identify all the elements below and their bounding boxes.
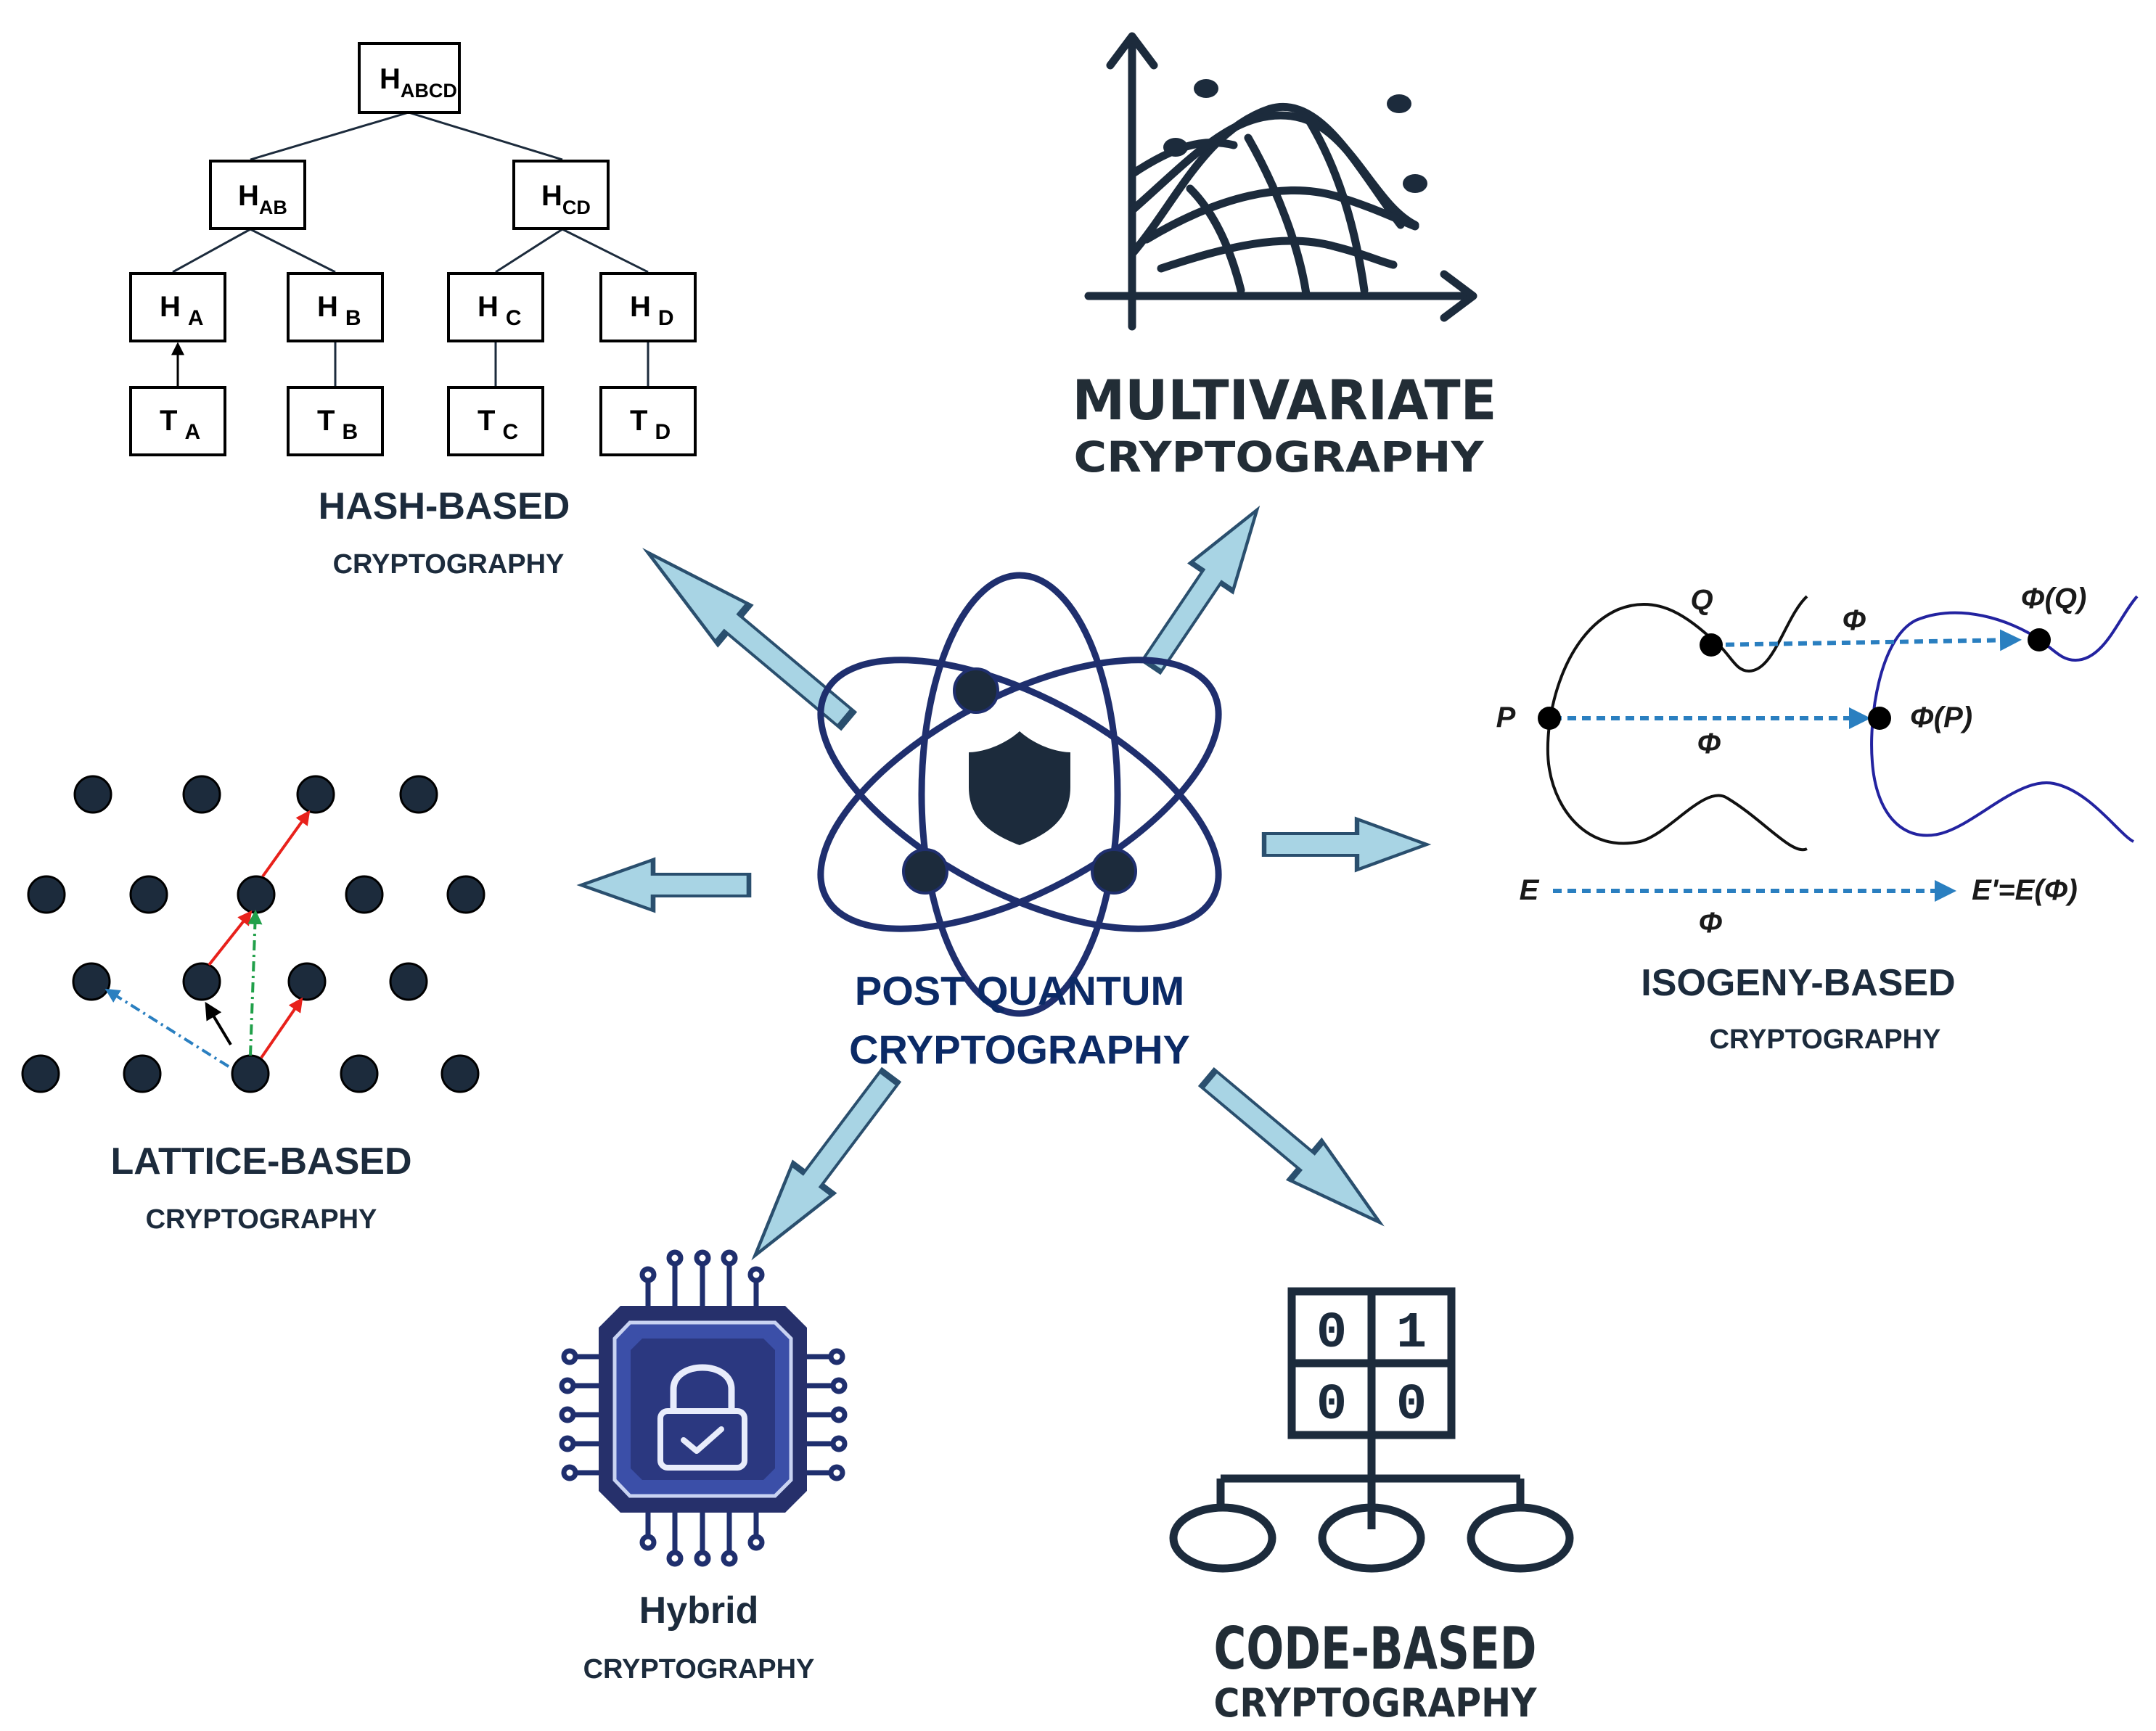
multivariate-title: MULTIVARIATE <box>1073 368 1497 432</box>
label-q: Q <box>1690 584 1713 616</box>
label-phi-q: Φ(Q) <box>2021 583 2087 614</box>
code-title: CODE-BASED <box>1214 1615 1537 1682</box>
code-subtitle: CRYPTOGRAPHY <box>1214 1680 1538 1726</box>
isogeny-points <box>1538 628 2051 730</box>
arrow-to-hash <box>642 548 858 731</box>
code-cell-2: 0 <box>1316 1377 1347 1434</box>
multivariate-subtitle: CRYPTOGRAPHY <box>1074 432 1485 482</box>
isogeny-subtitle: CRYPTOGRAPHY <box>1710 1024 1941 1055</box>
arrow-to-isogeny <box>1261 816 1432 873</box>
lattice-title: LATTICE-BASED <box>110 1140 411 1183</box>
lock-icon <box>670 1364 735 1411</box>
arrow-to-hybrid <box>751 1066 902 1261</box>
label-phi-bottom: Φ <box>1699 907 1723 939</box>
code-cell-0: 0 <box>1316 1305 1347 1362</box>
center-title-line2: CRYPTOGRAPHY <box>849 1027 1190 1072</box>
label-e-prime: E'=E(Φ) <box>1972 874 2078 906</box>
isogeny-title: ISOGENY-BASED <box>1641 962 1955 1004</box>
lattice-subtitle: CRYPTOGRAPHY <box>146 1204 377 1235</box>
multivariate-graph-icon <box>1084 32 1477 331</box>
chip-lock-icon <box>559 1249 848 1567</box>
node-h-ab: HAB <box>238 180 287 218</box>
hybrid-subtitle: CRYPTOGRAPHY <box>583 1654 815 1685</box>
arrow-to-lattice <box>576 857 752 913</box>
check-icon <box>681 1426 724 1454</box>
node-h-abcd: HABCD <box>380 63 457 102</box>
hybrid-title: Hybrid <box>639 1590 759 1632</box>
hash-subtitle: CRYPTOGRAPHY <box>333 549 565 580</box>
hash-title: HASH-BASED <box>319 485 570 527</box>
connector-arrows <box>576 505 1432 1261</box>
atom-icon <box>817 572 1222 1017</box>
scatter-dots <box>1163 79 1427 193</box>
label-e: E <box>1520 874 1540 906</box>
label-p: P <box>1496 702 1516 733</box>
label-phi-top: Φ <box>1843 604 1866 636</box>
label-phi-mid: Φ <box>1697 728 1721 760</box>
arrow-to-code <box>1197 1067 1385 1227</box>
shield-icon <box>969 731 1070 845</box>
isogeny-dashed-maps <box>1553 629 2022 902</box>
arrow-to-multivariate <box>1140 505 1261 675</box>
lattice-dots <box>21 775 485 1093</box>
code-tree-icon <box>1169 1287 1574 1573</box>
lattice-vectors <box>104 810 311 1068</box>
center-title-line1: POST QUANTUM <box>855 968 1184 1013</box>
code-cell-1: 1 <box>1396 1305 1427 1362</box>
code-cell-3: 0 <box>1396 1377 1427 1434</box>
label-phi-p: Φ(P) <box>1910 702 1972 733</box>
node-h-cd: HCD <box>541 180 591 218</box>
